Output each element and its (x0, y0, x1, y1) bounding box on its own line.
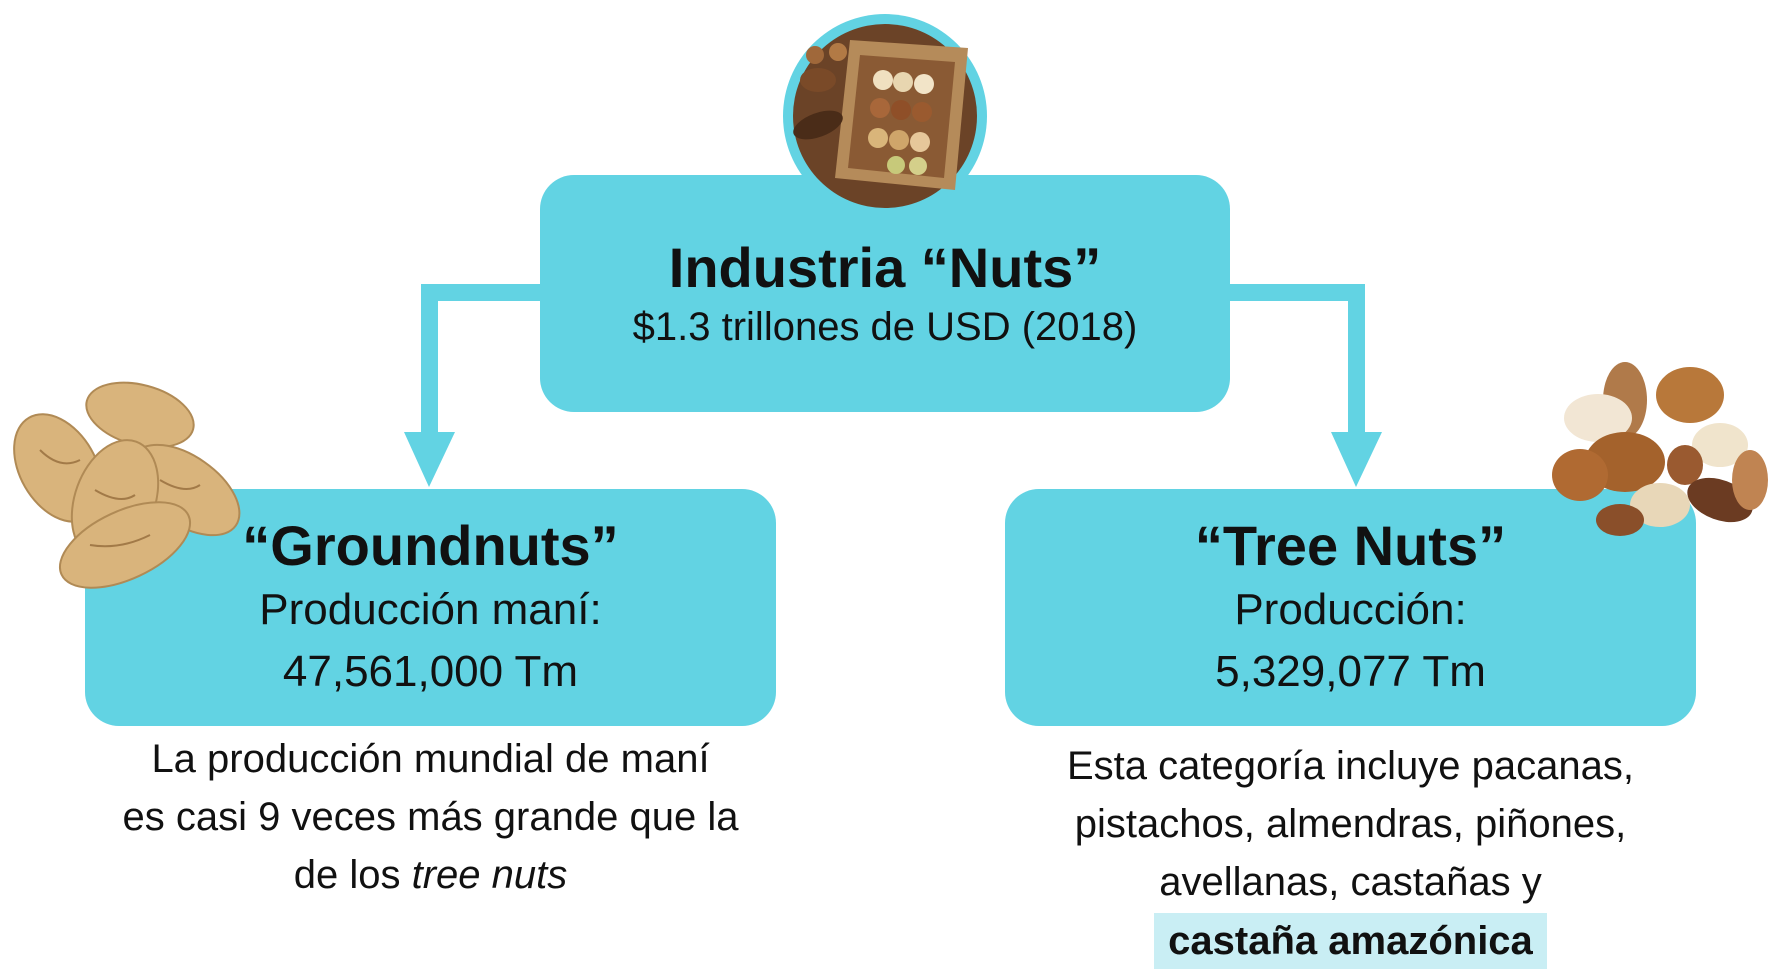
top-subtitle: $1.3 trillones de USD (2018) (632, 304, 1138, 349)
groundnuts-description: La producción mundial de maní es casi 9 … (85, 730, 776, 904)
groundnuts-desc-line1: La producción mundial de maní (151, 737, 710, 781)
tree-nuts-box: “Tree Nuts” Producción: 5,329,077 Tm (1005, 489, 1696, 726)
tree-nuts-title: “Tree Nuts” (1194, 513, 1507, 577)
right-arrow-head (1331, 432, 1382, 487)
groundnuts-desc-prefix: de los (293, 853, 412, 897)
tree-nuts-desc-line1: Esta categoría incluye pacanas, (1066, 744, 1634, 788)
tree-nuts-value: 5,329,077 Tm (1215, 646, 1486, 696)
tree-nuts-highlight: castaña amazónica (1154, 913, 1547, 969)
left-arrow-head (404, 432, 455, 487)
right-arrow-horizontal (1229, 284, 1365, 301)
groundnuts-desc-line3: de los tree nuts (85, 846, 776, 904)
groundnuts-value: 47,561,000 Tm (282, 646, 579, 696)
groundnuts-title: “Groundnuts” (242, 513, 619, 577)
tree-nuts-description: Esta categoría incluye pacanas, pistacho… (1005, 737, 1696, 970)
right-arrow-vertical (1348, 284, 1365, 434)
tree-nuts-desc-line3: avellanas, castañas y (1159, 860, 1542, 904)
left-arrow-vertical (421, 284, 438, 434)
left-arrow-horizontal (421, 284, 541, 301)
top-title: Industria “Nuts” (668, 235, 1102, 299)
groundnuts-label: Producción maní: (259, 584, 602, 634)
tree-nuts-label: Producción: (1234, 584, 1467, 634)
groundnuts-desc-line2: es casi 9 veces más grande que la (122, 795, 739, 839)
tree-nuts-desc-line2: pistachos, almendras, piñones, (1074, 802, 1627, 846)
groundnuts-desc-italic: tree nuts (411, 853, 568, 897)
